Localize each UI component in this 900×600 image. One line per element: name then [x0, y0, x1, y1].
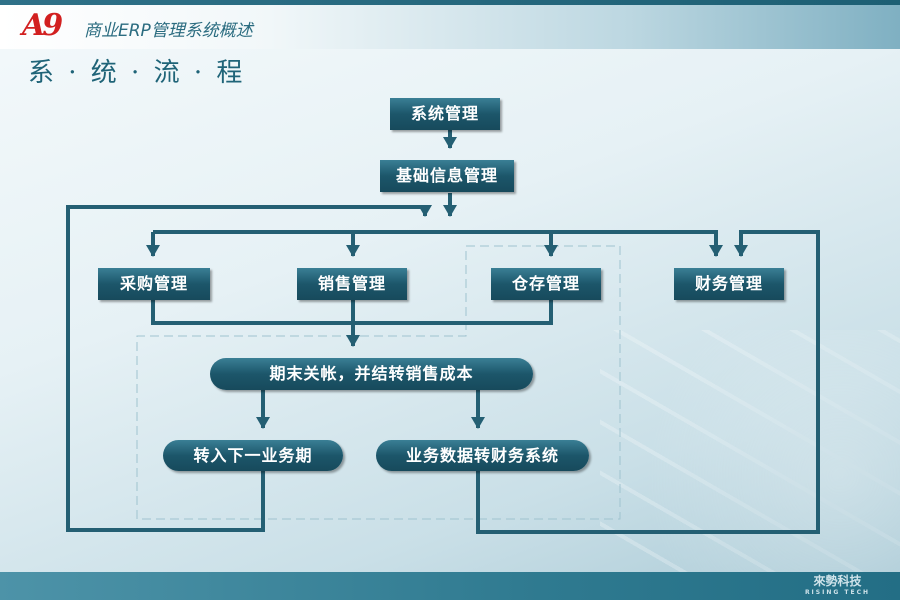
brand-name-en: RISING TECH — [804, 589, 870, 596]
node-purchase-management: 采购管理 — [98, 268, 210, 300]
node-to-finance-system: 业务数据转财务系统 — [376, 440, 589, 471]
top-bar — [0, 0, 900, 5]
brand-name: 來勢科技 — [813, 574, 862, 588]
node-period-closing: 期末关帐，并结转销售成本 — [210, 358, 533, 390]
footer-bar — [0, 572, 900, 600]
node-basic-info-management: 基础信息管理 — [380, 160, 514, 192]
node-next-period: 转入下一业务期 — [163, 440, 343, 471]
node-system-management: 系统管理 — [390, 98, 500, 130]
node-sales-management: 销售管理 — [297, 268, 407, 300]
page-title: 系 · 统 · 流 · 程 — [28, 58, 246, 88]
header — [0, 5, 900, 49]
node-finance-management: 财务管理 — [674, 268, 784, 300]
node-inventory-management: 仓存管理 — [491, 268, 601, 300]
logo: A9 — [22, 8, 63, 43]
header-title: 商业ERP管理系统概述 — [84, 21, 253, 41]
dashed-boundary — [136, 245, 621, 520]
